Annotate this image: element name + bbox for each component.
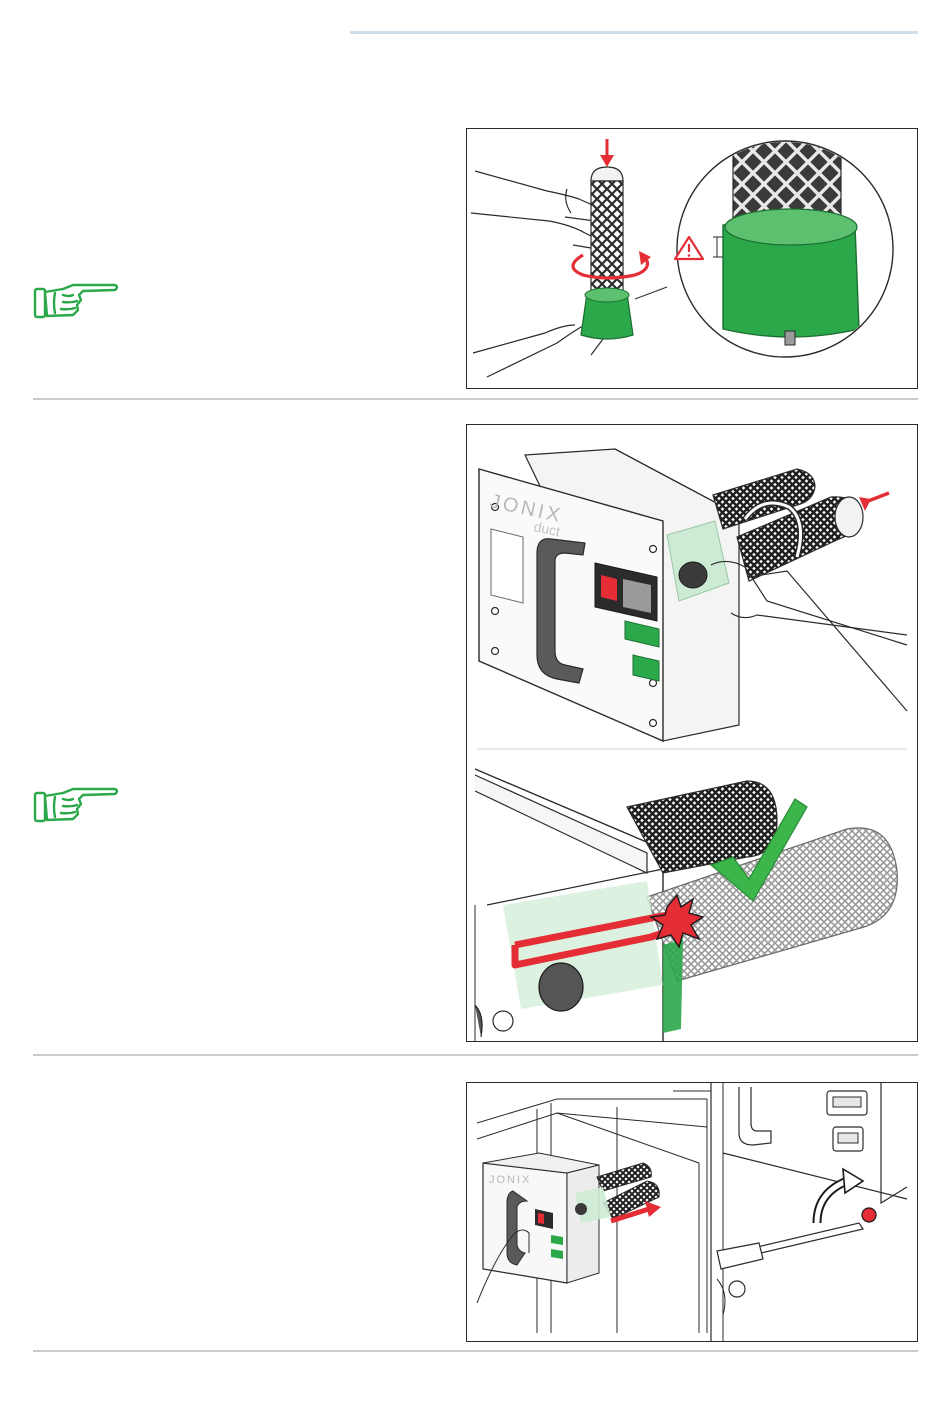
device-logo: JONIX bbox=[489, 1174, 531, 1186]
section-divider bbox=[33, 1350, 918, 1352]
section-divider bbox=[33, 398, 918, 400]
section-divider bbox=[33, 1054, 918, 1056]
filter-install-panel bbox=[466, 128, 918, 389]
note-icon bbox=[33, 785, 123, 825]
duct-mount-panel: JONIX bbox=[466, 1082, 918, 1342]
header-rule bbox=[350, 31, 918, 34]
device-insert-panel: JONIX duct bbox=[466, 424, 918, 1042]
note-icon bbox=[33, 281, 123, 321]
